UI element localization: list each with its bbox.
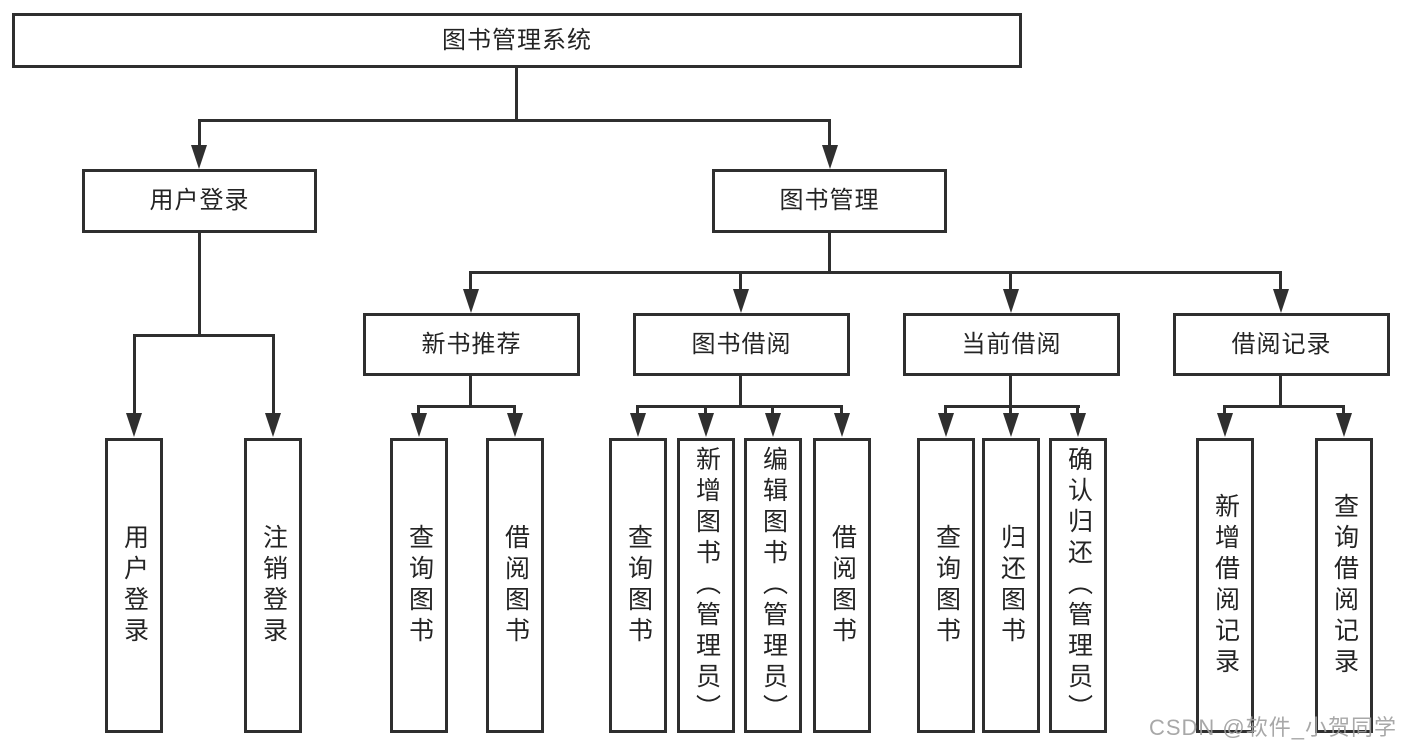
- connector-line: [272, 335, 275, 415]
- leaf-br-query-record: 查询借阅记录: [1315, 438, 1373, 733]
- node-borrow-records: 借阅记录: [1173, 313, 1390, 376]
- arrow-down-icon: [1217, 413, 1233, 437]
- leaf-logout: 注销登录: [244, 438, 302, 733]
- leaf-user-login: 用户登录: [105, 438, 163, 733]
- connector-line: [739, 376, 742, 406]
- connector-line: [1009, 376, 1012, 406]
- connector-line: [840, 406, 843, 416]
- arrow-down-icon: [630, 413, 646, 437]
- connector-line: [1076, 406, 1079, 416]
- node-current-borrow: 当前借阅: [903, 313, 1120, 376]
- arrow-down-icon: [822, 145, 838, 169]
- connector-line: [1009, 272, 1012, 291]
- arrow-down-icon: [463, 289, 479, 313]
- leaf-nbr-borrow-books: 借阅图书: [486, 438, 544, 733]
- node-new-book-recommend: 新书推荐: [363, 313, 580, 376]
- connector-line: [739, 272, 742, 291]
- connector-line: [636, 406, 639, 416]
- connector-line: [1223, 406, 1226, 416]
- connector-line: [133, 334, 275, 337]
- connector-line: [198, 233, 201, 335]
- arrow-down-icon: [1336, 413, 1352, 437]
- arrow-down-icon: [1003, 413, 1019, 437]
- connector-line: [771, 406, 774, 416]
- arrow-down-icon: [1003, 289, 1019, 313]
- leaf-br-add-record: 新增借阅记录: [1196, 438, 1254, 733]
- connector-line: [944, 405, 1080, 408]
- connector-line: [515, 68, 518, 120]
- leaf-nbr-query-books: 查询图书: [390, 438, 448, 733]
- node-book-management: 图书管理: [712, 169, 947, 233]
- leaf-cb-confirm-return-admin: 确认归还（管理员）: [1049, 438, 1107, 733]
- arrow-down-icon: [507, 413, 523, 437]
- arrow-down-icon: [126, 413, 142, 437]
- arrow-down-icon: [765, 413, 781, 437]
- leaf-bb-edit-books-admin: 编辑图书（管理员）: [744, 438, 802, 733]
- arrow-down-icon: [938, 413, 954, 437]
- arrow-down-icon: [698, 413, 714, 437]
- connector-line: [198, 119, 831, 122]
- connector-line: [469, 271, 1282, 274]
- node-user-login: 用户登录: [82, 169, 317, 233]
- connector-line: [1279, 272, 1282, 291]
- connector-line: [704, 406, 707, 416]
- leaf-bb-add-books-admin: 新增图书（管理员）: [677, 438, 735, 733]
- connector-line: [133, 335, 136, 415]
- connector-line: [417, 406, 420, 416]
- arrow-down-icon: [411, 413, 427, 437]
- connector-line: [944, 406, 947, 416]
- arrow-down-icon: [733, 289, 749, 313]
- connector-line: [469, 376, 472, 406]
- arrow-down-icon: [265, 413, 281, 437]
- arrow-down-icon: [1273, 289, 1289, 313]
- leaf-bb-query-books: 查询图书: [609, 438, 667, 733]
- csdn-watermark: CSDN @软件_小贺同学: [1148, 715, 1397, 740]
- arrow-down-icon: [834, 413, 850, 437]
- connector-line: [469, 272, 472, 291]
- connector-line: [636, 405, 843, 408]
- node-root: 图书管理系统: [12, 13, 1022, 68]
- connector-line: [1279, 376, 1282, 406]
- connector-line: [198, 120, 201, 148]
- connector-line: [1223, 405, 1345, 408]
- connector-line: [1342, 406, 1345, 416]
- leaf-bb-borrow-books: 借阅图书: [813, 438, 871, 733]
- leaf-cb-return-books: 归还图书: [982, 438, 1040, 733]
- arrow-down-icon: [1070, 413, 1086, 437]
- connector-line: [828, 120, 831, 148]
- arrow-down-icon: [191, 145, 207, 169]
- connector-line: [513, 406, 516, 416]
- connector-line: [1009, 406, 1012, 416]
- connector-line: [417, 405, 516, 408]
- connector-line: [828, 233, 831, 272]
- node-book-borrow: 图书借阅: [633, 313, 850, 376]
- leaf-cb-query-books: 查询图书: [917, 438, 975, 733]
